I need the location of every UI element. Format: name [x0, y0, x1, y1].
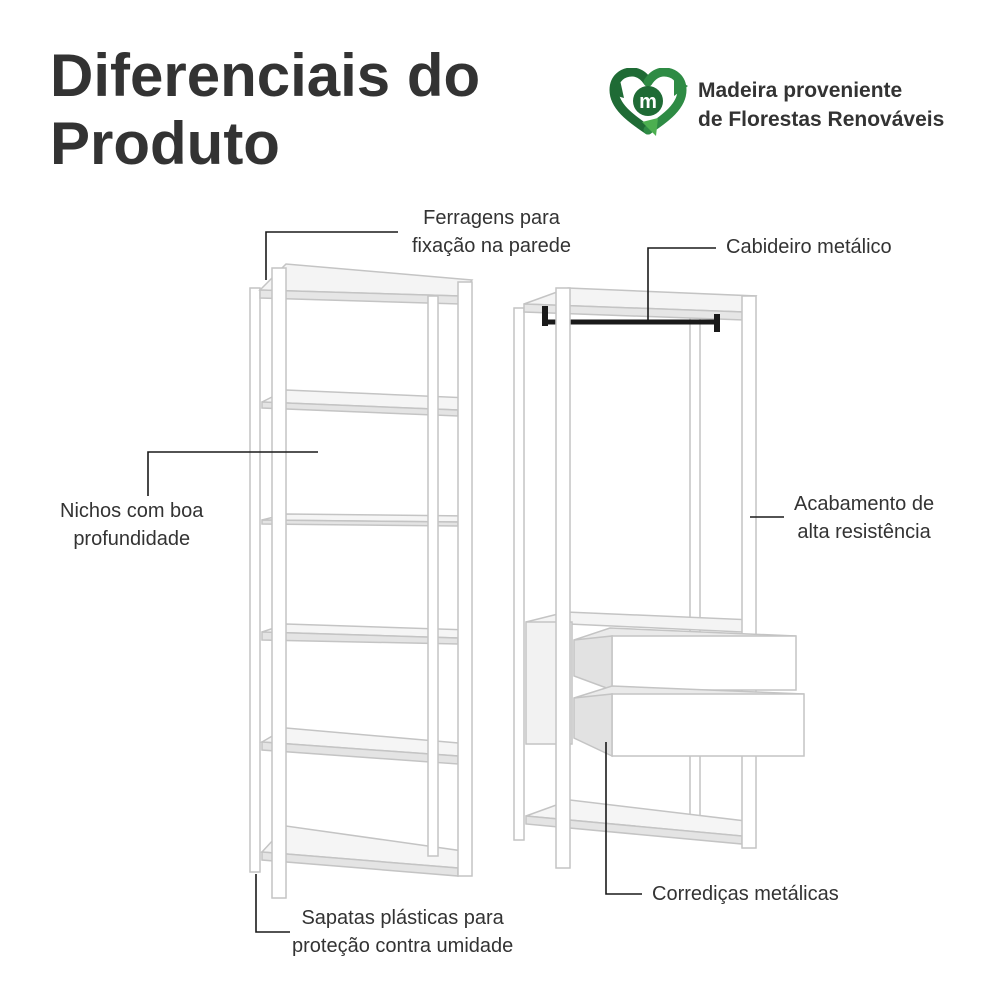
callout-line-sapatas — [255, 874, 290, 933]
badge-text: Madeira proveniente de Florestas Renováv… — [698, 76, 944, 134]
callout-line-corredicas — [605, 742, 642, 895]
callout-acabamento-line2: alta resistência — [797, 521, 931, 543]
page-title-line1: Diferenciais do — [50, 42, 481, 109]
callout-corredicas: Corrediças metálicas — [652, 880, 839, 908]
callout-nichos: Nichos com boa profundidade — [60, 497, 203, 553]
callout-ferragens: Ferragens para fixação na parede — [412, 204, 571, 260]
sustainability-badge: m Madeira proveniente de Florestas Renov… — [608, 68, 988, 138]
callout-lines — [147, 231, 784, 933]
page-title-line2: Produto — [50, 110, 280, 177]
page-title: Diferenciais do Produto — [50, 42, 480, 178]
callout-corredicas-text: Corrediças metálicas — [652, 883, 839, 905]
callout-ferragens-line2: fixação na parede — [412, 235, 572, 257]
callout-line-ferragens — [265, 231, 398, 280]
callout-acabamento: Acabamento de alta resistência — [794, 490, 934, 546]
badge-line1: Madeira proveniente — [698, 79, 903, 102]
badge-icon-letter: m — [639, 91, 657, 113]
callout-line-cabideiro — [647, 247, 716, 322]
badge-line2: de Florestas Renováveis — [698, 108, 945, 131]
callout-ferragens-line1: Ferragens para — [423, 207, 560, 229]
bookshelf — [249, 263, 474, 899]
callout-line-nichos — [147, 451, 318, 496]
callout-cabideiro-text: Cabideiro metálico — [726, 236, 892, 258]
callout-sapatas-line1: Sapatas plásticas para — [301, 907, 504, 929]
callout-nichos-line1: Nichos com boa — [60, 500, 204, 522]
callout-sapatas-line2: proteção contra umidade — [292, 935, 514, 957]
callout-sapatas: Sapatas plásticas para proteção contra u… — [292, 904, 513, 960]
callout-nichos-line2: profundidade — [73, 528, 191, 550]
callout-acabamento-line1: Acabamento de — [794, 493, 935, 515]
callout-cabideiro: Cabideiro metálico — [726, 233, 892, 261]
recycle-m-icon: m — [609, 68, 688, 136]
wardrobe — [513, 287, 805, 869]
